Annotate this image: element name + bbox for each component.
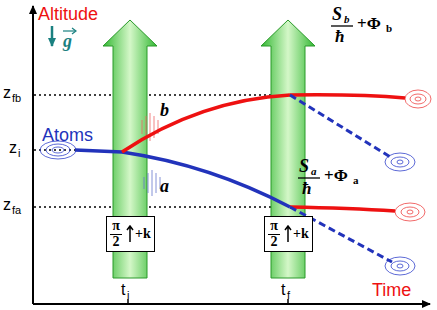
- axis-label: z: [9, 140, 17, 156]
- denominator: 2: [113, 235, 120, 250]
- atom-clouds: [40, 90, 431, 275]
- altitude-axis: [32, 6, 34, 304]
- fraction: π2: [268, 219, 280, 249]
- momentum-label: +k: [293, 227, 309, 241]
- fraction-bar: [331, 25, 353, 26]
- time-label: t: [281, 282, 285, 298]
- path-label: b: [160, 101, 169, 119]
- numerator: π: [112, 219, 120, 234]
- path-b-out: [290, 95, 405, 98]
- subscript: i: [18, 148, 20, 159]
- spin-arrow: [126, 225, 134, 243]
- laser-beam: [261, 20, 315, 278]
- path-b: [122, 95, 290, 152]
- atoms-label: Atoms: [42, 126, 93, 144]
- axis-title: Altitude: [38, 5, 98, 23]
- pulse-box: π2 +k: [106, 216, 155, 252]
- subscript: b: [344, 14, 350, 25]
- vector-bar: [72, 28, 76, 34]
- subscript: b: [386, 23, 392, 34]
- axis-label: z: [3, 197, 11, 213]
- subscript: fa: [12, 205, 21, 216]
- path-b-dashed: [290, 95, 392, 158]
- pulse-box: π2 +k: [264, 216, 313, 252]
- hbar-symbol: ħ: [302, 180, 311, 197]
- subscript: a: [311, 166, 317, 177]
- gravity-label: g: [63, 32, 72, 50]
- time-label: t: [121, 282, 125, 298]
- fraction-bar: [298, 177, 320, 178]
- axis-label: z: [3, 85, 11, 101]
- phase-symbol: +Φ: [324, 167, 348, 184]
- denominator: 2: [271, 235, 278, 250]
- path-a: [75, 150, 290, 207]
- action-symbol: S: [332, 5, 342, 23]
- hbar-symbol: ħ: [335, 28, 344, 45]
- axis-title: Time: [372, 281, 411, 299]
- guide-lines: [34, 95, 300, 207]
- time-axis: [33, 303, 430, 305]
- path-a-out: [290, 207, 395, 211]
- fraction: π2: [110, 219, 122, 249]
- subscript: f: [287, 290, 290, 301]
- spin-arrow: [284, 225, 292, 243]
- laser-beam: [103, 20, 157, 278]
- momentum-label: +k: [135, 227, 151, 241]
- gravity-arrow: [51, 26, 54, 46]
- action-symbol: S: [299, 157, 309, 175]
- numerator: π: [270, 219, 278, 234]
- path-label: a: [160, 177, 169, 195]
- subscript: i: [127, 290, 129, 301]
- phase-symbol: +Φ: [357, 15, 381, 32]
- subscript: fb: [12, 93, 21, 104]
- subscript: a: [353, 175, 359, 186]
